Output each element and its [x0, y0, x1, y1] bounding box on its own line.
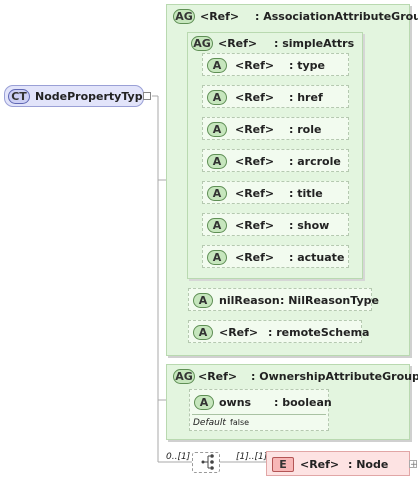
attribute-type[interactable]: A <Ref> : type [202, 53, 349, 76]
default-value: false [230, 418, 250, 427]
attribute-ref: <Ref> [235, 155, 275, 168]
simple-attrs-name: : simpleAttrs [274, 37, 355, 50]
simple-attrs-ref: <Ref> [218, 37, 258, 50]
expand-icon[interactable]: + [409, 460, 418, 470]
ownership-attribute-group[interactable]: AG <Ref> : OwnershipAttributeGroup A own… [166, 364, 418, 440]
attribute-icon: A [193, 293, 213, 308]
attribute-arcrole[interactable]: A <Ref> : arcrole [202, 149, 349, 172]
element-icon: E [272, 457, 294, 472]
element-name: : Node [348, 458, 389, 471]
sequence-compositor[interactable] [192, 452, 220, 473]
attribute-icon: A [193, 325, 213, 340]
attribute-group-icon: AG [173, 369, 195, 384]
element-node[interactable]: E <Ref> : Node [266, 451, 410, 476]
attribute-name: : role [289, 123, 322, 136]
attribute-owns[interactable]: A owns : boolean Default false [189, 389, 332, 431]
attribute-name: : remoteSchema [268, 326, 370, 339]
attribute-name: owns [219, 396, 252, 409]
owns-divider [192, 414, 326, 415]
attribute-icon: A [207, 58, 227, 73]
attribute-ref: <Ref> [219, 326, 259, 339]
attribute-name: : title [289, 187, 323, 200]
attribute-icon: A [207, 250, 227, 265]
root-complex-type[interactable]: CT NodePropertyType [4, 85, 150, 107]
attribute-ref: <Ref> [235, 251, 275, 264]
attribute-remote-schema[interactable]: A <Ref> : remoteSchema [188, 320, 369, 343]
attribute-href[interactable]: A <Ref> : href [202, 85, 349, 108]
attribute-type: : boolean [274, 396, 332, 409]
attribute-name: nilReason [219, 294, 280, 307]
complex-type-icon: CT [8, 89, 30, 104]
attribute-ref: <Ref> [235, 123, 275, 136]
attribute-ref: <Ref> [235, 59, 275, 72]
attribute-name: : href [289, 91, 323, 104]
attribute-actuate[interactable]: A <Ref> : actuate [202, 245, 349, 268]
attribute-type: : NilReasonType [280, 294, 379, 307]
attribute-name: : type [289, 59, 325, 72]
attribute-name: : arcrole [289, 155, 341, 168]
sequence-right-cardinality: [1]..[1] [236, 452, 268, 462]
ownership-group-ref: <Ref> [198, 370, 238, 383]
attribute-ref: <Ref> [235, 187, 275, 200]
attribute-icon: A [207, 90, 227, 105]
attribute-icon: A [194, 395, 214, 410]
attribute-title[interactable]: A <Ref> : title [202, 181, 349, 204]
attribute-show[interactable]: A <Ref> : show [202, 213, 349, 236]
sequence-left-cardinality: 0..[1] [166, 452, 191, 462]
ownership-group-name: : OwnershipAttributeGroup [251, 370, 418, 383]
attribute-ref: <Ref> [235, 219, 275, 232]
attribute-group-icon: AG [191, 36, 213, 51]
attribute-icon: A [207, 186, 227, 201]
root-name: NodePropertyType [35, 90, 151, 103]
attribute-name: : show [289, 219, 330, 232]
attribute-role[interactable]: A <Ref> : role [202, 117, 349, 140]
attribute-name: : actuate [289, 251, 345, 264]
attribute-ref: <Ref> [235, 91, 275, 104]
attribute-group-icon: AG [173, 9, 195, 24]
element-ref: <Ref> [300, 458, 340, 471]
association-group-ref: <Ref> [200, 10, 240, 23]
default-label: Default [193, 418, 226, 428]
attribute-icon: A [207, 218, 227, 233]
attribute-nil-reason[interactable]: A nilReason : NilReasonType [188, 288, 379, 311]
attribute-icon: A [207, 122, 227, 137]
attribute-icon: A [207, 154, 227, 169]
association-group-name: : AssociationAttributeGroup [255, 10, 418, 23]
collapse-toggle[interactable] [143, 92, 151, 100]
